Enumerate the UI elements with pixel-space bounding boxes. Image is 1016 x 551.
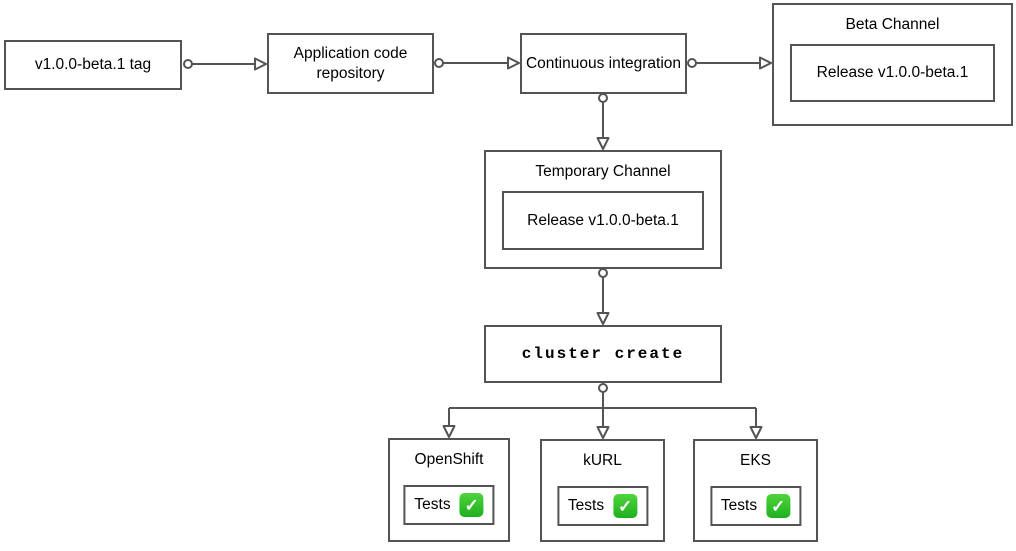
- node-application-code-repository: Application code repository: [267, 33, 434, 94]
- node-cluster-create: cluster create: [484, 325, 722, 383]
- connector-temp-channel-to-cluster-create: [596, 268, 610, 325]
- node-label: Application code repository: [293, 45, 408, 82]
- group-temporary-channel: Temporary Channel Release v1.0.0-beta.1: [484, 150, 722, 269]
- group-beta-channel: Beta Channel Release v1.0.0-beta.1: [772, 3, 1013, 126]
- node-temporary-release: Release v1.0.0-beta.1: [502, 191, 704, 250]
- node-label: cluster create: [521, 345, 685, 363]
- connector-cluster-create-to-clusters: [442, 383, 763, 439]
- node-beta-release: Release v1.0.0-beta.1: [790, 44, 995, 102]
- node-label: Release v1.0.0-beta.1: [527, 211, 679, 229]
- connector-apprepo-to-ci: [434, 56, 520, 70]
- node-label: Release v1.0.0-beta.1: [816, 64, 969, 81]
- check-mark-icon: ✓: [613, 494, 638, 518]
- tests-label: Tests: [720, 497, 758, 514]
- node-label: Continuous integration: [525, 54, 682, 72]
- group-title: Beta Channel: [845, 16, 940, 33]
- connector-ci-to-beta-channel: [687, 56, 772, 70]
- check-mark-icon: ✓: [459, 493, 484, 517]
- tests-label: Tests: [567, 497, 605, 514]
- tests-label: Tests: [414, 496, 451, 513]
- group-cluster-kurl: kURL Tests ✓: [540, 439, 665, 542]
- group-title: OpenShift: [414, 451, 484, 468]
- node-tests-kurl: Tests ✓: [556, 486, 649, 526]
- group-cluster-eks: EKS Tests ✓: [693, 439, 818, 542]
- group-cluster-openshift: OpenShift Tests ✓: [388, 438, 510, 542]
- node-label: v1.0.0-beta.1 tag: [34, 56, 152, 74]
- node-tests-openshift: Tests ✓: [403, 485, 495, 525]
- group-title: kURL: [583, 452, 622, 469]
- connector-tag-to-apprepo: [183, 57, 267, 71]
- node-tests-eks: Tests ✓: [709, 486, 802, 526]
- group-title: Temporary Channel: [535, 163, 671, 180]
- node-continuous-integration: Continuous integration: [520, 33, 687, 94]
- check-mark-icon: ✓: [766, 494, 791, 518]
- connector-ci-to-temp-channel: [596, 93, 610, 150]
- node-version-tag: v1.0.0-beta.1 tag: [4, 40, 182, 90]
- group-title: EKS: [739, 452, 771, 469]
